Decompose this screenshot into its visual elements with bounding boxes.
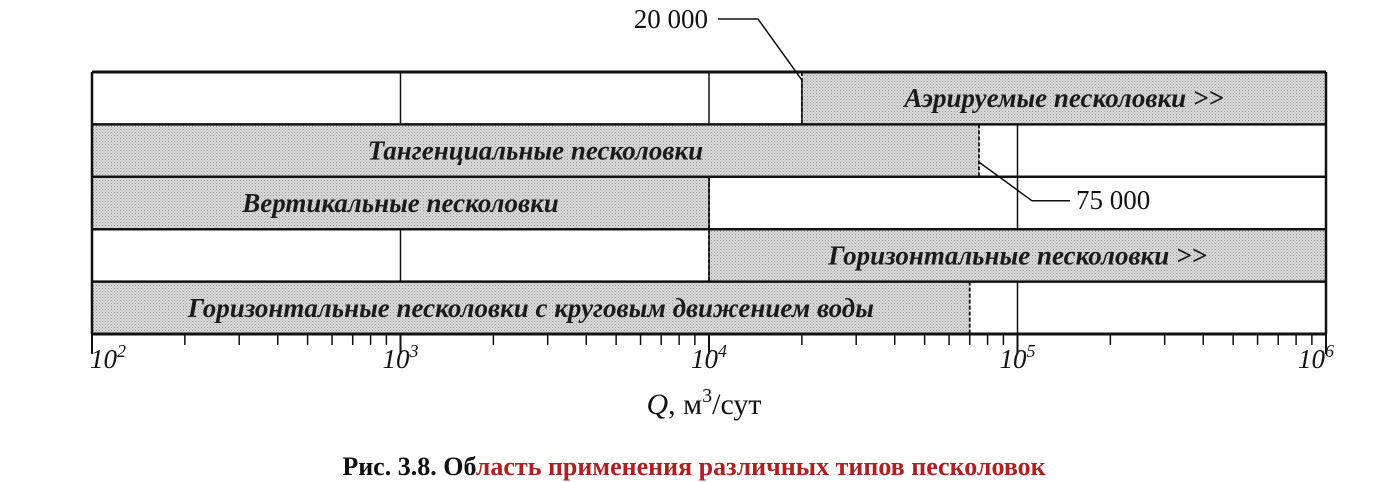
bar-label-row-4: Горизонтальные песколовки с круговым дви… — [187, 293, 874, 323]
x-axis-unit: , м — [668, 388, 702, 421]
x-axis-unit-rest: /сут — [712, 388, 761, 421]
bar-row-0 — [801, 72, 1326, 125]
x-tick-label: 106 — [1298, 341, 1334, 374]
bar-row-3 — [709, 229, 1326, 282]
x-tick-label: 103 — [383, 341, 419, 374]
annotation-leader — [978, 161, 1070, 202]
tick-exponent: 2 — [117, 341, 126, 361]
bars-layer — [92, 72, 1326, 334]
x-tick-label: 102 — [90, 341, 126, 374]
bar-label-row-2: Вертикальные песколовки — [241, 188, 559, 218]
tick-base: 10 — [1298, 344, 1326, 374]
sand-trap-application-chart: Аэрируемые песколовки >> Тангенциальные п… — [90, 4, 1334, 421]
x-tick-label: 105 — [1000, 341, 1036, 374]
caption-rest: ласть применения различных типов песколо… — [475, 452, 1046, 481]
x-tick-label: 104 — [691, 341, 727, 374]
labels-layer: Аэрируемые песколовки >> Тангенциальные п… — [187, 83, 1224, 323]
tick-base: 10 — [1000, 344, 1028, 374]
tick-exponent: 6 — [1325, 341, 1334, 361]
annotation-label: 75 000 — [1076, 185, 1150, 215]
tick-exponent: 5 — [1027, 341, 1036, 361]
bar-label-row-0: Аэрируемые песколовки >> — [902, 83, 1223, 113]
annotation-leader — [718, 18, 803, 125]
x-axis-variable: Q — [646, 388, 668, 421]
bar-label-row-1: Тангенциальные песколовки — [368, 136, 703, 166]
bar-label-row-3: Горизонтальные песколовки >> — [827, 240, 1207, 270]
tick-exponent: 3 — [409, 341, 419, 361]
tick-base: 10 — [691, 344, 719, 374]
x-axis-label: Q, м3/сут — [646, 385, 761, 421]
annotations-layer: 20 000 75 000 — [634, 4, 1151, 215]
caption-prefix: Рис. 3.8. Об — [342, 452, 476, 481]
tick-exponent: 4 — [718, 341, 727, 361]
bar-row-1 — [92, 124, 979, 177]
x-axis-unit-exponent: 3 — [702, 385, 712, 407]
bar-row-2 — [92, 176, 709, 230]
annotation-label: 20 000 — [634, 4, 708, 34]
bar-row-4 — [92, 281, 970, 334]
tick-base: 10 — [90, 344, 118, 374]
tick-base: 10 — [383, 344, 411, 374]
figure-caption: Рис. 3.8. Область применения различных т… — [0, 452, 1388, 482]
